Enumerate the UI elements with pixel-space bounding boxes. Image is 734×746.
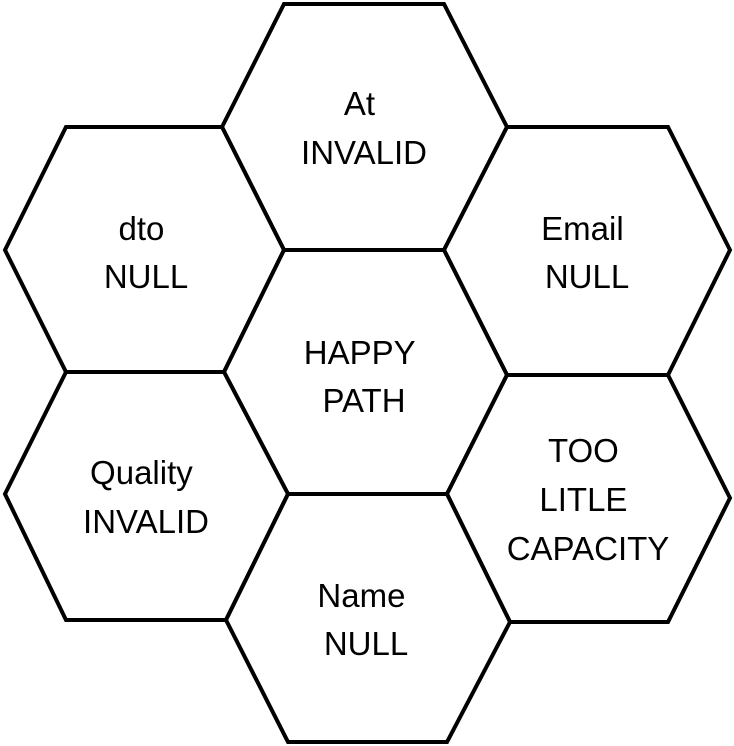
hex-at-line-2: INVALID bbox=[301, 134, 427, 171]
hex-too-litle-capacity-line-2: LITLE bbox=[539, 481, 627, 518]
hex-too-litle-capacity-line-3: CAPACITY bbox=[507, 530, 670, 567]
hex-too-litle-capacity-label: TOO LITLE CAPACITY bbox=[507, 432, 670, 567]
hex-name: Name NULL bbox=[223, 492, 513, 744]
hex-at-label: At INVALID bbox=[301, 85, 427, 171]
hex-name-line-1: Name bbox=[317, 577, 405, 614]
hex-email-line-1: Email bbox=[541, 210, 624, 247]
hex-quality-label: Quality INVALID bbox=[83, 454, 209, 540]
hex-name-label: Name NULL bbox=[317, 577, 414, 662]
hex-dto-line-1: dto bbox=[118, 210, 164, 247]
hex-email-line-2: NULL bbox=[545, 258, 629, 295]
hex-email: Email NULL bbox=[441, 125, 733, 377]
hex-dto: dto NULL bbox=[2, 125, 287, 374]
hex-name-shape bbox=[223, 492, 513, 744]
hex-too-litle-capacity-line-1: TOO bbox=[548, 432, 619, 469]
hex-dto-line-2: NULL bbox=[104, 258, 188, 295]
hex-quality-line-1: Quality bbox=[90, 454, 193, 491]
hex-happy-path-line-1: HAPPY bbox=[304, 334, 416, 371]
hex-at-line-1: At bbox=[344, 85, 375, 122]
hex-email-label: Email NULL bbox=[541, 210, 633, 295]
hex-name-line-2: NULL bbox=[324, 625, 408, 662]
hex-quality: Quality INVALID bbox=[2, 370, 291, 622]
hex-quality-line-2: INVALID bbox=[83, 503, 209, 540]
hex-happy-path: HAPPY PATH bbox=[221, 248, 510, 496]
hex-happy-path-line-2: PATH bbox=[322, 382, 405, 419]
hex-happy-path-label: HAPPY PATH bbox=[304, 334, 424, 419]
hex-dto-label: dto NULL bbox=[104, 210, 188, 295]
